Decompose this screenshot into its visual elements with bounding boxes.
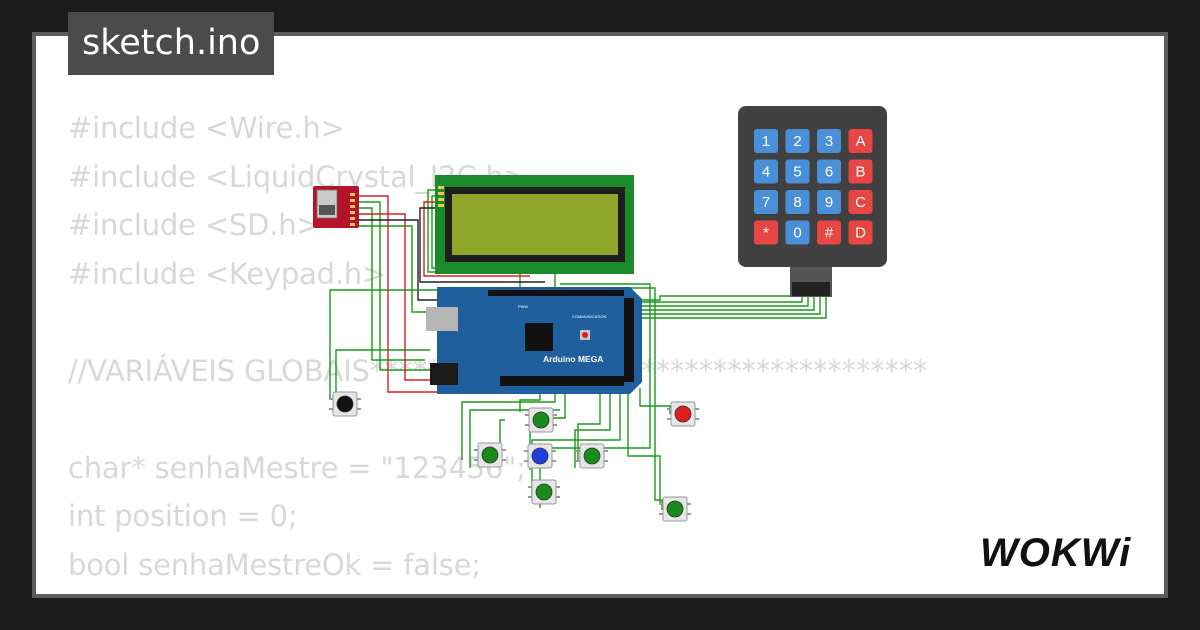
sd-card-module[interactable] — [313, 186, 359, 228]
svg-text:0: 0 — [793, 225, 801, 242]
keypad-key[interactable]: B — [848, 159, 873, 184]
code-line: #include <Wire.h> — [68, 111, 345, 145]
svg-text:COMMUNICATION: COMMUNICATION — [572, 314, 606, 319]
push-buttons[interactable] — [329, 391, 699, 522]
keypad-key[interactable]: # — [817, 220, 841, 245]
keypad-key[interactable]: 2 — [785, 129, 810, 153]
keypad-key[interactable]: 3 — [817, 129, 841, 153]
svg-text:PWM: PWM — [518, 304, 528, 309]
code-line: int position = 0; — [68, 499, 298, 533]
usb-port — [426, 307, 458, 331]
push-button-green[interactable] — [659, 496, 691, 522]
push-button-green[interactable] — [474, 442, 506, 468]
keypad-4x4[interactable]: 1 2 3 A 4 5 6 B 7 8 9 C * 0 # D — [738, 106, 887, 297]
svg-text:A: A — [855, 133, 865, 150]
svg-text:3: 3 — [825, 133, 833, 150]
wokwi-logo: WOKWi — [980, 531, 1131, 575]
svg-text:#: # — [825, 225, 834, 242]
keypad-key[interactable]: 9 — [817, 190, 841, 214]
svg-text:B: B — [855, 164, 865, 181]
file-tab[interactable]: sketch.ino — [68, 12, 275, 75]
keypad-key[interactable]: 8 — [785, 190, 810, 214]
svg-text:5: 5 — [793, 164, 801, 181]
svg-text:7: 7 — [762, 194, 770, 211]
svg-text:2: 2 — [793, 133, 801, 150]
svg-text:6: 6 — [825, 164, 833, 181]
keypad-key[interactable]: A — [848, 129, 873, 153]
code-line: #include <Keypad.h> — [68, 256, 387, 291]
svg-text:*: * — [763, 225, 769, 242]
svg-text:4: 4 — [762, 164, 770, 181]
push-button-blue[interactable] — [524, 443, 556, 469]
svg-text:8: 8 — [793, 194, 801, 211]
svg-text:C: C — [855, 194, 866, 211]
code-line: char* senhaMestre = "123456"; — [68, 450, 526, 485]
keypad-key[interactable]: D — [848, 220, 873, 245]
code-line: #include <SD.h> — [68, 208, 321, 242]
lcd-display[interactable] — [435, 175, 634, 274]
keypad-key[interactable]: 4 — [754, 159, 778, 184]
code-line: bool senhaMestreOk = false; — [68, 547, 481, 582]
svg-text:WOKWi: WOKWi — [980, 531, 1131, 575]
push-button-green[interactable] — [525, 407, 557, 433]
keypad-key[interactable]: 5 — [785, 159, 810, 184]
reset-button — [582, 332, 588, 338]
push-button-red[interactable] — [667, 401, 699, 427]
keypad-key[interactable]: 6 — [817, 159, 841, 184]
keypad-key[interactable]: 0 — [785, 220, 810, 245]
power-jack — [430, 363, 458, 385]
keypad-key[interactable]: 1 — [754, 129, 778, 153]
board-name: Arduino MEGA — [543, 354, 603, 364]
svg-text:9: 9 — [825, 194, 833, 211]
keypad-key[interactable]: 7 — [754, 190, 778, 214]
push-button-green[interactable] — [528, 479, 560, 505]
mcu-chip — [525, 323, 553, 351]
keypad-key[interactable]: C — [848, 190, 873, 214]
svg-text:D: D — [855, 225, 866, 242]
svg-text:1: 1 — [762, 133, 770, 150]
push-button-green[interactable] — [576, 443, 608, 469]
arduino-mega-board[interactable]: Arduino MEGA PWM COMMUNICATION — [426, 287, 642, 394]
push-button-black[interactable] — [329, 391, 361, 417]
keypad-key[interactable]: * — [754, 220, 778, 245]
